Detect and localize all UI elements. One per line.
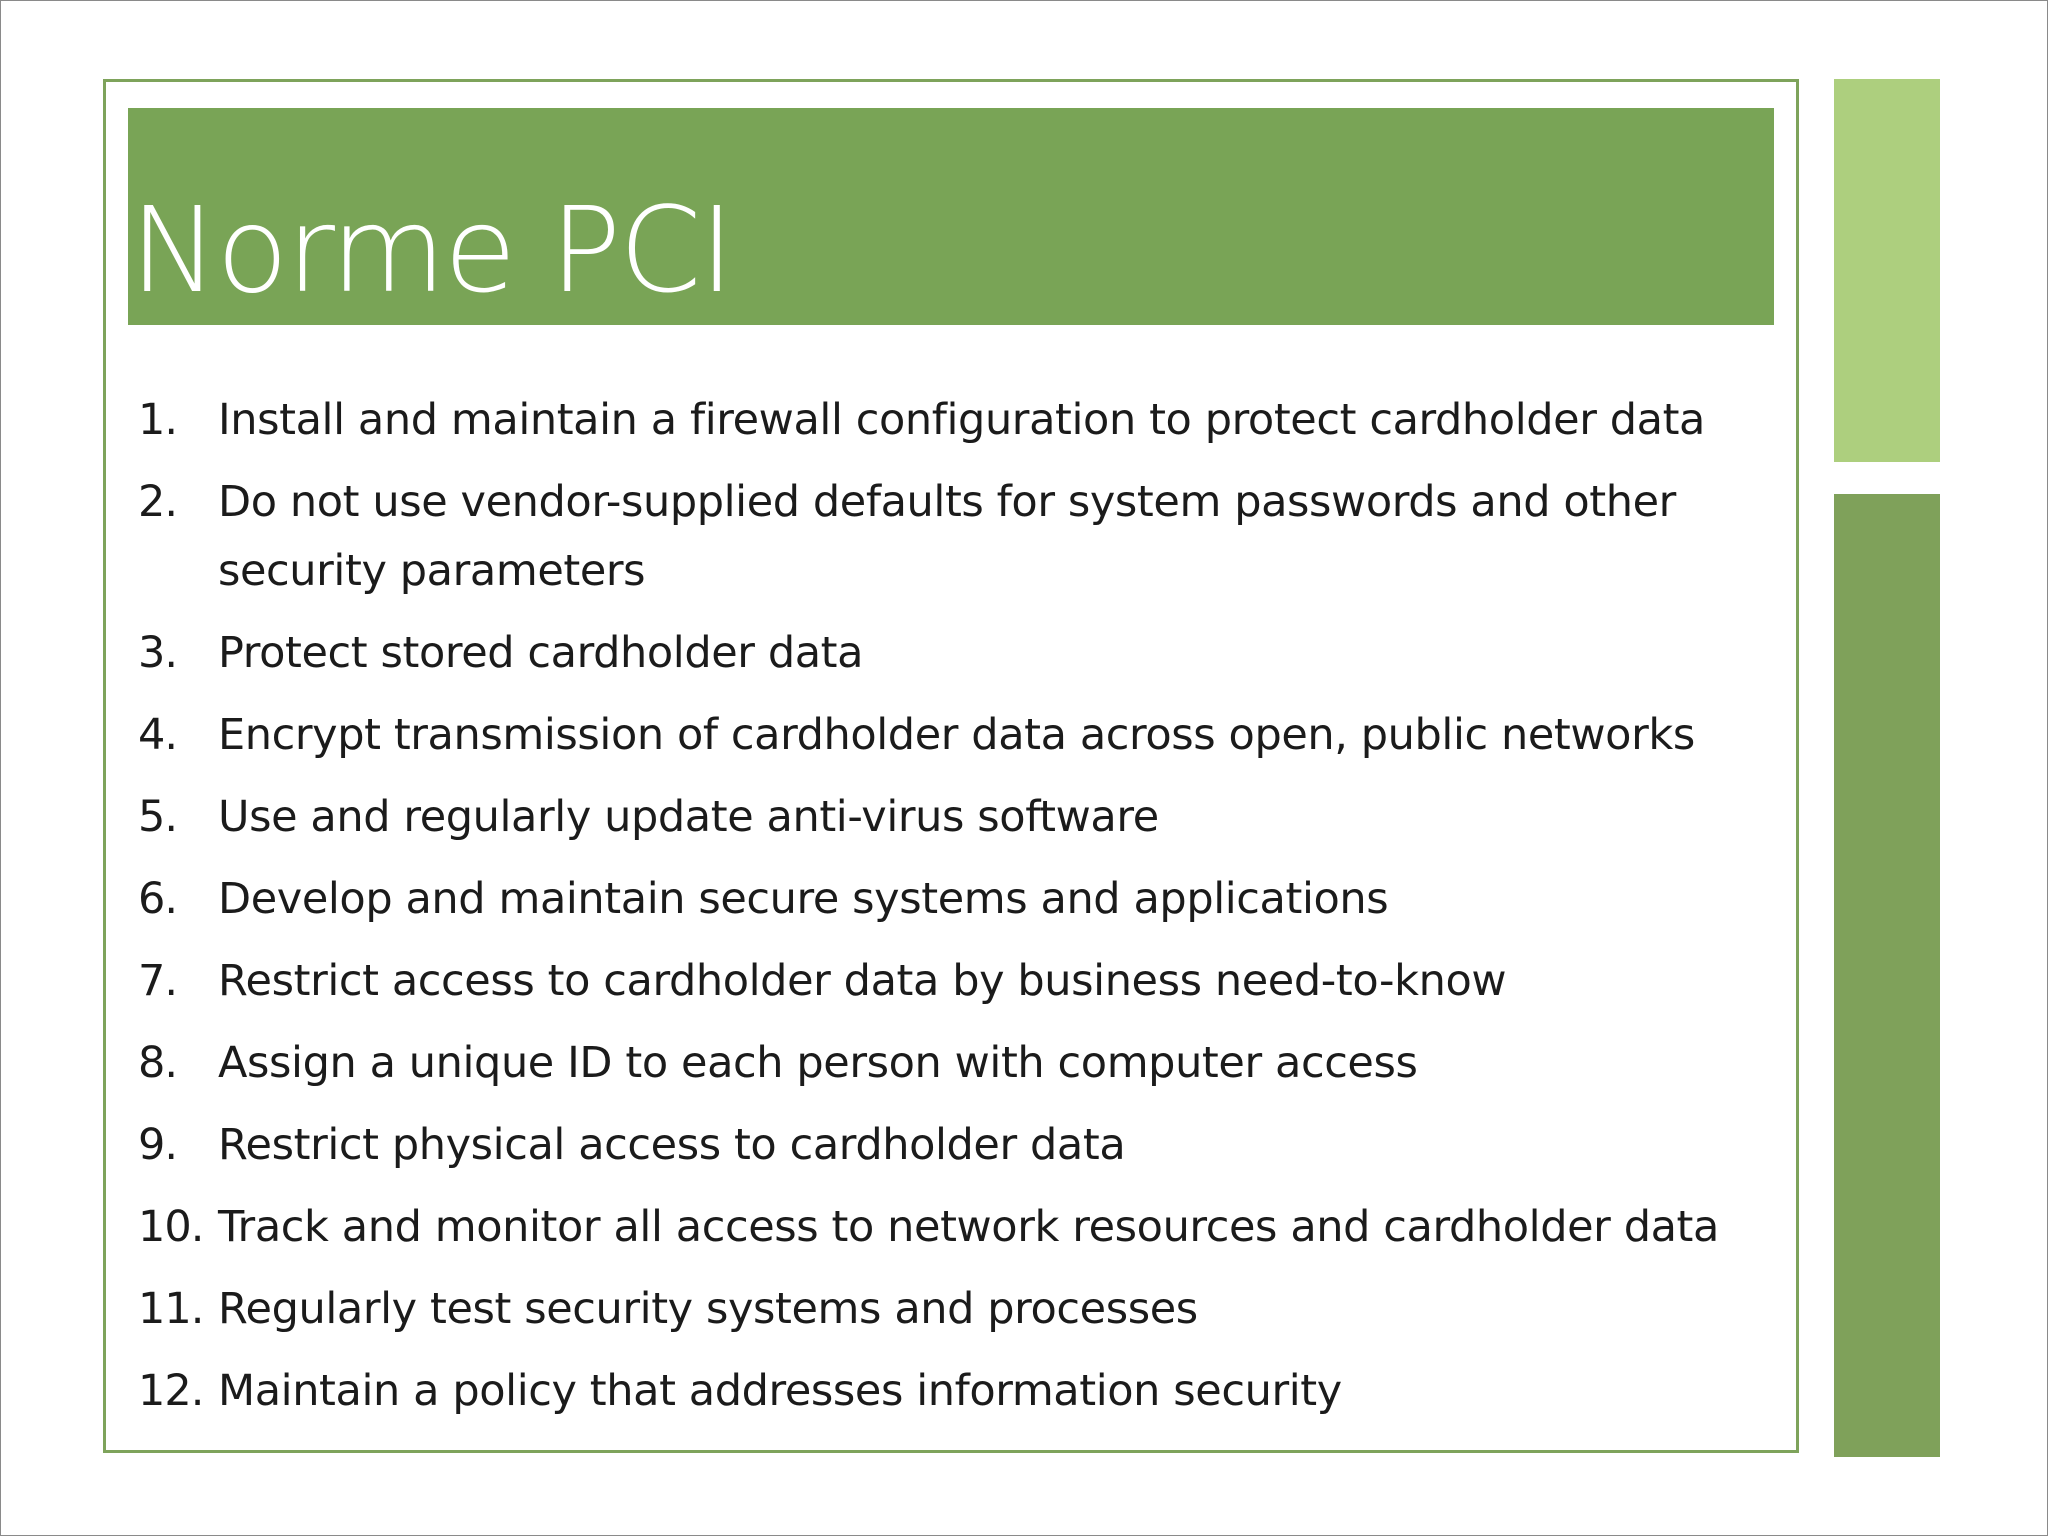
list-item: 3. Protect stored cardholder data [138,619,1778,688]
item-text: Regularly test security systems and proc… [218,1284,1198,1334]
title-band [128,108,1774,325]
requirements-list: 1. Install and maintain a firewall confi… [138,386,1778,1439]
item-text: Use and regularly update anti-virus soft… [218,792,1159,842]
list-item: 6. Develop and maintain secure systems a… [138,865,1778,934]
item-number: 8. [138,1038,178,1088]
item-text: Restrict physical access to cardholder d… [218,1120,1126,1170]
list-item: 10. Track and monitor all access to netw… [138,1193,1778,1262]
accent-bar-bottom [1834,494,1940,1457]
item-number: 5. [138,792,178,842]
item-number: 1. [138,395,178,445]
item-number: 10. [138,1202,204,1252]
list-item: 2. Do not use vendor-supplied defaults f… [138,468,1778,606]
slide-title: Norme PCI [130,181,734,319]
list-item: 11. Regularly test security systems and … [138,1275,1778,1344]
list-item: 9. Restrict physical access to cardholde… [138,1111,1778,1180]
list-item: 8. Assign a unique ID to each person wit… [138,1029,1778,1098]
item-text: Restrict access to cardholder data by bu… [218,956,1507,1006]
list-item: 12. Maintain a policy that addresses inf… [138,1357,1778,1426]
item-number: 11. [138,1284,204,1334]
slide-frame [103,79,1799,1453]
item-text: Maintain a policy that addresses informa… [218,1366,1342,1416]
item-number: 12. [138,1366,204,1416]
list-item: 4. Encrypt transmission of cardholder da… [138,701,1778,770]
item-text: Encrypt transmission of cardholder data … [218,710,1695,760]
item-number: 6. [138,874,178,924]
list-item: 5. Use and regularly update anti-virus s… [138,783,1778,852]
accent-bar-top [1834,79,1940,462]
item-number: 7. [138,956,178,1006]
item-number: 9. [138,1120,178,1170]
item-number: 3. [138,628,178,678]
item-number: 2. [138,477,178,527]
list-item: 1. Install and maintain a firewall confi… [138,386,1778,455]
item-text: Develop and maintain secure systems and … [218,874,1389,924]
item-text: Track and monitor all access to network … [218,1202,1719,1252]
item-text: Assign a unique ID to each person with c… [218,1038,1418,1088]
list-item: 7. Restrict access to cardholder data by… [138,947,1778,1016]
item-number: 4. [138,710,178,760]
item-text: Do not use vendor-supplied defaults for … [218,477,1676,596]
item-text: Protect stored cardholder data [218,628,864,678]
item-text: Install and maintain a firewall configur… [218,395,1705,445]
